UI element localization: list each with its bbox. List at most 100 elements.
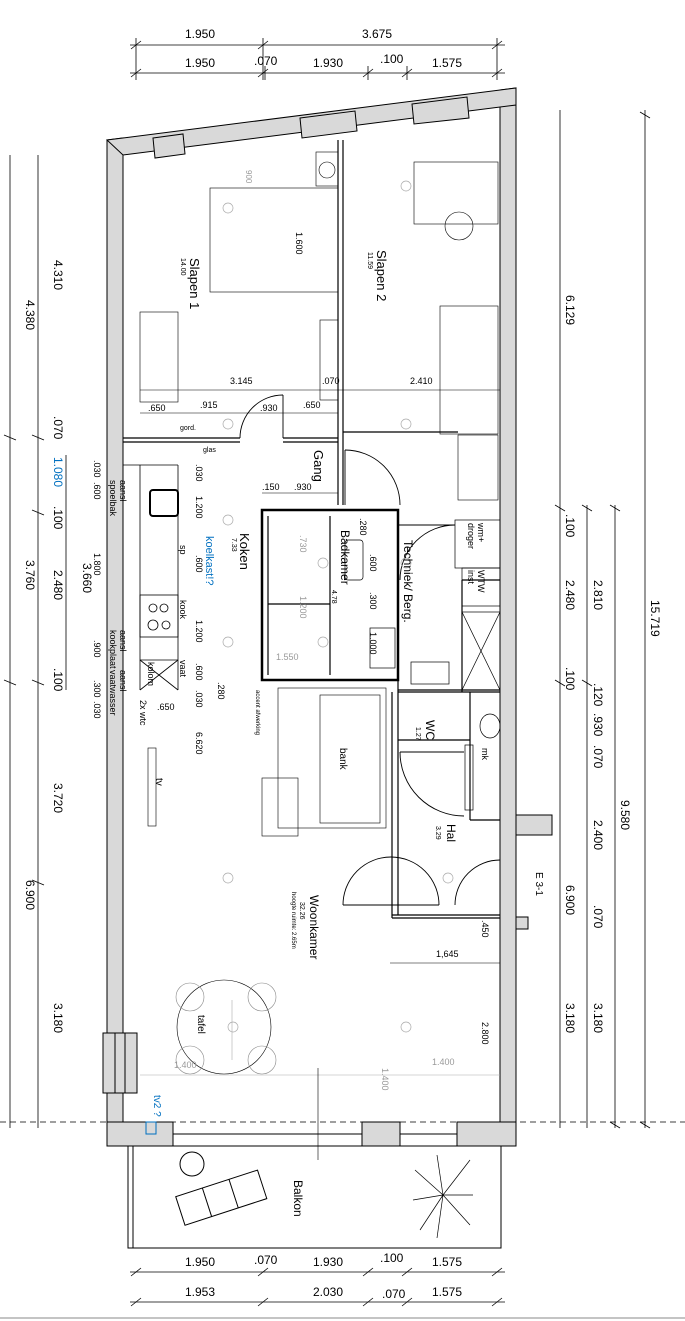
- interior-dimension-lines: [140, 389, 500, 1160]
- dim-280b: .280: [358, 518, 368, 536]
- dim-right-070b: .070: [591, 905, 605, 929]
- dim-right-120: .120: [591, 683, 605, 707]
- dim-right-6129: 6.129: [563, 295, 577, 325]
- dim-930a: .930: [260, 403, 278, 413]
- dim-right-2400: 2.400: [591, 820, 605, 850]
- dim-right-930: .930: [591, 713, 605, 737]
- dim-030: .030: [194, 464, 204, 482]
- room-koken: Koken: [237, 533, 252, 570]
- dim-left-070: .070: [51, 416, 65, 440]
- room-gang: Gang: [311, 450, 326, 482]
- label-aansl-vaat: aansl: [118, 670, 128, 692]
- label-spoelbak: spoelbak: [108, 480, 118, 517]
- dim-right-6900: 6.900: [563, 885, 577, 915]
- dim-900b: .900: [92, 640, 102, 658]
- dim-right-100a: .100: [563, 514, 577, 538]
- label-tv2: tv2 ?: [151, 1095, 162, 1117]
- right-dimension-lines: [554, 110, 651, 1129]
- fixture-labels: koelkast!? spoelbak aansl kookplaat aans…: [108, 425, 544, 1117]
- dim-left-100a: .100: [51, 506, 65, 530]
- label-kookplaat: kookplaat: [108, 630, 118, 669]
- dim-280: .280: [216, 682, 226, 700]
- dim-1600: 1.600: [294, 232, 304, 255]
- dim-bottom-3: 1.930: [313, 1255, 343, 1269]
- dim-600d: .600: [194, 663, 204, 681]
- dim-bottom-1: 1.950: [185, 1255, 215, 1269]
- dim-600b: .600: [92, 482, 102, 500]
- dim-top-2: 3.675: [362, 27, 392, 41]
- label-kook: kook: [178, 600, 188, 620]
- dim-030b: .030: [92, 460, 102, 478]
- room-balkon: Balkon: [291, 1180, 305, 1217]
- label-bank: bank: [337, 748, 348, 771]
- dim-left-2480: 2.480: [51, 570, 65, 600]
- dim-right-15719: 15.719: [648, 600, 662, 637]
- top-dimension-labels: 1.950 3.675 1.950 .070 1.930 .100 1.575: [185, 27, 462, 70]
- label-mk: mk: [480, 748, 490, 760]
- dim-right-2480: 2.480: [563, 580, 577, 610]
- label-aansl-kook: aansl: [118, 630, 128, 652]
- dim-bottom-4: .100: [380, 1251, 404, 1265]
- dim-1400: 1.400: [380, 1068, 390, 1091]
- dim-650c: .650: [157, 702, 175, 712]
- dim-bottom-6: 1.953: [185, 1285, 215, 1299]
- light-symbols: [222, 180, 454, 1033]
- room-slapen2-area: 11.59: [366, 252, 373, 269]
- bath-fixtures: [344, 519, 501, 811]
- top-dimension-lines: [130, 38, 505, 80]
- bottom-dimension-labels: 1.950 .070 1.930 .100 1.575 1.953 2.030 …: [185, 1251, 462, 1301]
- dim-top-3: 1.950: [185, 56, 215, 70]
- left-dimension-labels: 4.380 3.760 6.900 4.310 .070 1.080 .100 …: [23, 260, 94, 1033]
- dim-left-3760: 3.760: [23, 560, 37, 590]
- dim-bottom-5: 1.575: [432, 1255, 462, 1269]
- label-glas: glas: [203, 447, 216, 454]
- label-sp: sp: [178, 545, 188, 555]
- dim-650a: .650: [148, 403, 166, 413]
- dim-left-3720: 3.720: [51, 783, 65, 813]
- dim-bottom-9: 1.575: [432, 1285, 462, 1299]
- bedroom-furniture: [139, 151, 499, 501]
- label-inst: inst: [466, 570, 476, 585]
- label-wm: wm+: [476, 522, 486, 542]
- room-slapen1-area: 14.00: [179, 258, 186, 276]
- dim-left-6900: 6.900: [23, 880, 37, 910]
- dim-1200b: 1.200: [194, 620, 204, 643]
- dim-070a: .070: [322, 376, 340, 386]
- dim-2410: 2.410: [410, 376, 433, 386]
- dim-right-9580: 9.580: [618, 800, 632, 830]
- dim-730: .730: [298, 535, 308, 553]
- dim-right-2810: 2.810: [591, 580, 605, 610]
- dim-915: .915: [200, 400, 218, 410]
- window-frame-left: [102, 1032, 138, 1094]
- dim-right-100b: .100: [563, 667, 577, 691]
- left-dimension-lines: [3, 155, 67, 1128]
- dim-600: .600: [194, 555, 204, 573]
- balcony: [127, 1133, 502, 1249]
- dim-left-100b: .100: [51, 668, 65, 692]
- dim-right-070a: .070: [591, 745, 605, 769]
- dim-450: .450: [480, 920, 490, 938]
- dim-right-3180a: 3.180: [563, 1003, 577, 1033]
- dim-3145: 3.145: [230, 376, 253, 386]
- label-gord: gord.: [180, 425, 196, 432]
- dim-1645: 1,645: [436, 949, 459, 959]
- dim-1800: 1.800: [92, 553, 102, 576]
- dim-left-1080: 1.080: [51, 457, 65, 487]
- dim-top-4: .070: [254, 54, 278, 68]
- room-badkamer-area: 4.78: [330, 590, 337, 604]
- label-vaatwasser: vaatwasser: [108, 670, 118, 716]
- label-kolom: kolom: [146, 662, 156, 686]
- label-aansl-spoel: aansl: [118, 480, 128, 502]
- label-accent: accent afwerking: [254, 690, 260, 735]
- dim-top-6: .100: [380, 52, 404, 66]
- label-tv: tv: [153, 778, 164, 786]
- room-koken-area: 7.33: [230, 538, 237, 552]
- room-wc-area: 1.27: [414, 727, 421, 741]
- room-hal-area: 3.29: [434, 826, 441, 840]
- living-furniture: [147, 687, 387, 1075]
- dim-900: 900: [244, 170, 253, 184]
- right-dimension-labels: 15.719 6.129 9.580 .100 2.480 .100 6.900…: [563, 295, 662, 1033]
- dim-650b: .650: [303, 400, 321, 410]
- label-vaat: vaat: [178, 660, 188, 678]
- room-hal: Hal: [444, 824, 458, 842]
